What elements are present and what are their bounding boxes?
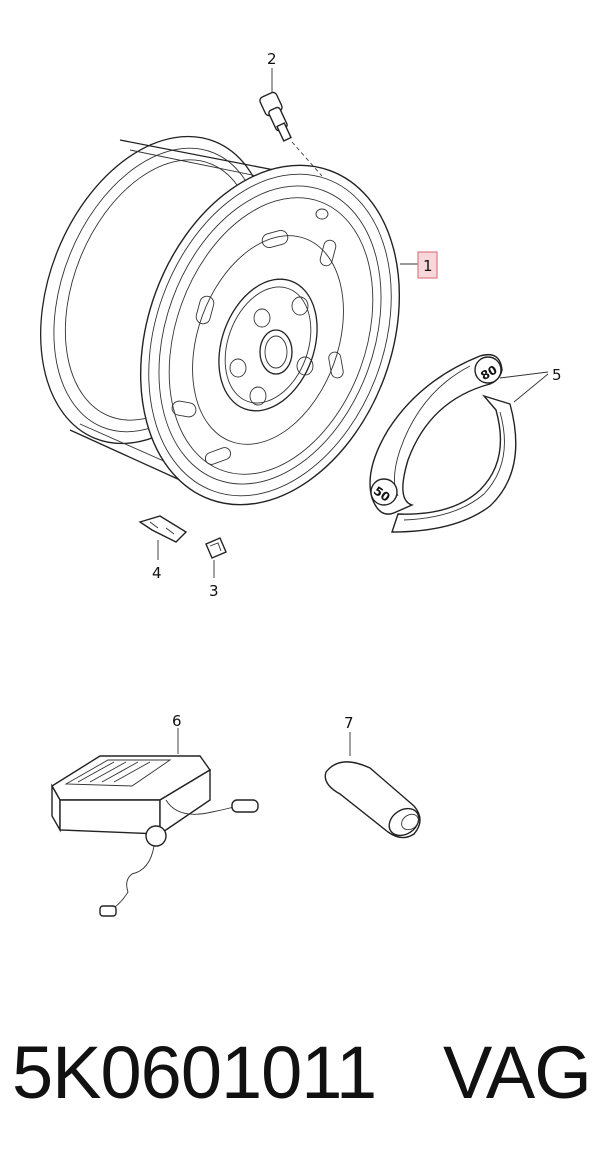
leader-line-5b: [513, 373, 549, 403]
brand-label: VAG: [443, 1031, 592, 1114]
wheel-weight-clip[interactable]: [205, 537, 227, 559]
part-number: 5K0601011: [12, 1031, 377, 1114]
steel-wheel[interactable]: [0, 102, 444, 541]
tire-valve[interactable]: [259, 91, 323, 177]
callout-2: 2: [267, 50, 277, 68]
footer: 5K0601011 VAG: [0, 1030, 600, 1140]
callout-1: 1: [423, 257, 433, 275]
callout-6: 6: [172, 712, 182, 730]
parts-diagram: 1 2 3 4 80 50 5: [0, 50, 562, 917]
callout-7: 7: [344, 714, 354, 732]
adhesive-weight[interactable]: [138, 515, 188, 543]
tire-inflator-compressor[interactable]: [51, 755, 259, 917]
callout-4: 4: [152, 564, 162, 582]
tire-sealant-bottle[interactable]: [324, 761, 424, 841]
speed-restriction-label[interactable]: [369, 353, 517, 533]
leader-line-5a: [499, 371, 549, 379]
callout-5: 5: [552, 366, 562, 384]
callout-3: 3: [209, 582, 219, 600]
callout-box-1[interactable]: [417, 251, 438, 279]
